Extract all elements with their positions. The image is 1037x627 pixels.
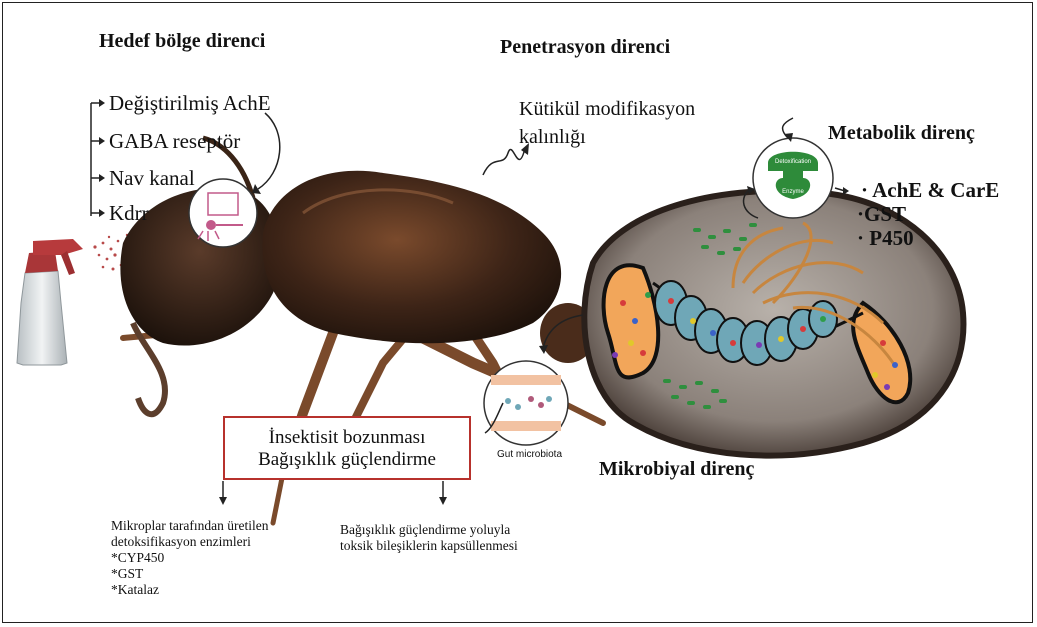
note-line: detoksifikasyon enzimleri	[111, 534, 268, 550]
metabolic-item-text: P450	[869, 226, 913, 250]
encapsulation-note: Bağışıklık güçlendirme yoluyla toksik bi…	[340, 522, 518, 554]
note-line: *CYP450	[111, 550, 268, 566]
heading-metabolic: Metabolik direnç	[828, 122, 975, 145]
metabolic-item-text: GST	[864, 202, 906, 226]
detox-enzyme-bottom-text: Enzyme	[782, 189, 804, 195]
target-site-bracket	[91, 103, 99, 216]
heading-microbial: Mikrobiyal direnç	[599, 458, 754, 481]
target-site-item: Kdrr	[109, 201, 149, 226]
mechanism-box: İnsektisit bozunması Bağışıklık güçlendi…	[223, 416, 471, 480]
mechanism-line: İnsektisit bozunması	[225, 427, 469, 449]
metabolic-item: · AchE & CarE	[861, 178, 999, 203]
detox-enzymes-note: Mikroplar tarafından üretilen detoksifik…	[111, 518, 268, 598]
metabolic-item-text: AchE & CarE	[872, 178, 999, 202]
gut-microbiota-label: Gut microbiota	[497, 449, 562, 460]
heading-target-site: Hedef bölge direnci	[99, 30, 265, 53]
metabolic-item: ·GST	[857, 202, 906, 227]
neuron-icon	[189, 179, 257, 247]
target-site-item: Nav kanal	[109, 166, 195, 191]
penetration-text: Kütikül modifikasyon	[519, 98, 695, 121]
target-site-item: GABA reseptör	[109, 129, 240, 154]
gut-microbiota-icon	[484, 361, 568, 445]
note-line: *Katalaz	[111, 582, 268, 598]
note-line: Bağışıklık güçlendirme yoluyla	[340, 522, 518, 538]
target-site-item: Değiştirilmiş AchE	[109, 91, 271, 116]
detox-enzyme-icon	[753, 138, 833, 218]
penetration-text: kalınlığı	[519, 126, 586, 149]
metabolic-item: · P450	[857, 226, 914, 251]
mechanism-line: Bağışıklık güçlendirme	[225, 449, 469, 471]
note-line: Mikroplar tarafından üretilen	[111, 518, 268, 534]
note-line: *GST	[111, 566, 268, 582]
heading-penetration: Penetrasyon direnci	[500, 36, 670, 59]
detox-enzyme-top-text: Detoxification	[775, 159, 811, 165]
ant-thorax	[262, 171, 561, 343]
note-line: toksik bileşiklerin kapsüllenmesi	[340, 538, 518, 554]
